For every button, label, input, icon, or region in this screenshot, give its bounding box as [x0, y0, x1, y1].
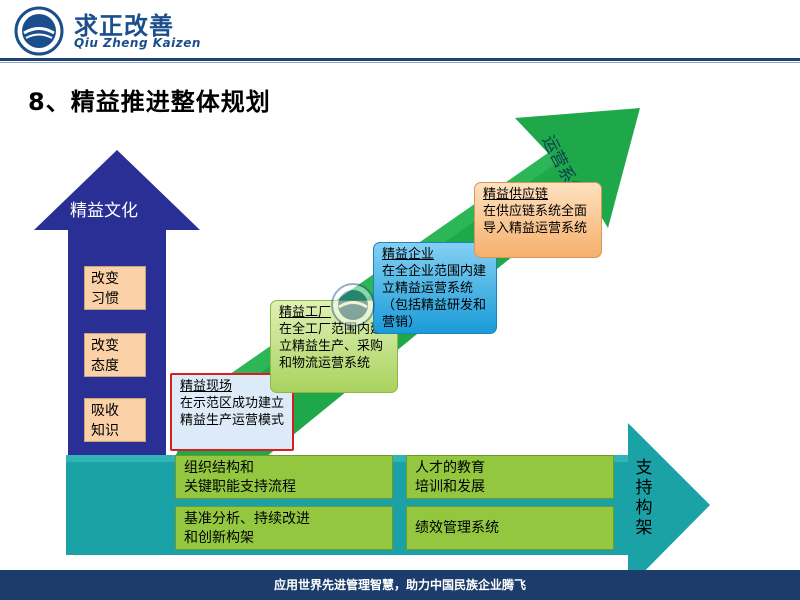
stage-box-lean-enterprise: 精益企业 在全企业范围内建立精益运营系统（包括精益研发和营销）: [373, 242, 497, 334]
culture-item: 改变 习惯: [84, 266, 146, 310]
watermark-logo-icon: [330, 282, 376, 328]
logo-english-name: Qiu Zheng Kaizen: [74, 36, 201, 50]
support-cell-text: 基准分析、持续改进: [184, 511, 310, 527]
culture-item-text: 改变: [91, 271, 119, 287]
stage-title: 精益供应链: [483, 187, 549, 202]
support-cell-text: 绩效管理系统: [415, 520, 499, 536]
support-label: 支持构架: [635, 458, 653, 538]
culture-item: 吸收 知识: [84, 398, 146, 442]
stage-body: 在示范区成功建立精益生产运营模式: [180, 396, 285, 428]
support-cell-text: 和创新构架: [184, 530, 254, 546]
logo-chinese-name: 求正改善: [74, 12, 174, 40]
support-cell-text: 组织结构和: [184, 460, 254, 476]
company-logo-icon: [14, 6, 64, 56]
support-cell: 组织结构和 关键职能支持流程: [175, 455, 393, 499]
support-cell: 人才的教育 培训和发展: [406, 455, 614, 499]
culture-item: 改变 态度: [84, 333, 146, 377]
footer-slogan: 应用世界先进管理智慧，助力中国民族企业腾飞: [0, 570, 800, 600]
stage-box-lean-supply-chain: 精益供应链 在供应链系统全面导入精益运营系统: [474, 182, 602, 258]
culture-item-text: 习惯: [91, 291, 119, 307]
stage-body: 在全企业范围内建立精益运营系统（包括精益研发和营销）: [382, 264, 487, 330]
header-divider: [0, 58, 800, 61]
support-cell-text: 人才的教育: [415, 460, 485, 476]
stage-body: 在供应链系统全面导入精益运营系统: [483, 204, 588, 236]
stage-title: 精益企业: [382, 247, 435, 262]
page-title: 8、精益推进整体规划: [28, 88, 271, 116]
stage-body: 在全工厂范围内建立精益生产、采购和物流运营系统: [279, 322, 384, 371]
support-cell-text: 培训和发展: [415, 479, 485, 495]
culture-label: 精益文化: [70, 201, 138, 221]
support-cell-text: 关键职能支持流程: [184, 479, 296, 495]
culture-item-text: 知识: [91, 423, 119, 439]
header-divider-thin: [0, 62, 800, 63]
stage-title: 精益工厂: [279, 305, 332, 320]
culture-item-text: 态度: [91, 358, 119, 374]
culture-item-text: 吸收: [91, 403, 119, 419]
support-cell: 绩效管理系统: [406, 506, 614, 550]
stage-title: 精益现场: [180, 379, 233, 394]
culture-item-text: 改变: [91, 338, 119, 354]
support-cell: 基准分析、持续改进 和创新构架: [175, 506, 393, 550]
